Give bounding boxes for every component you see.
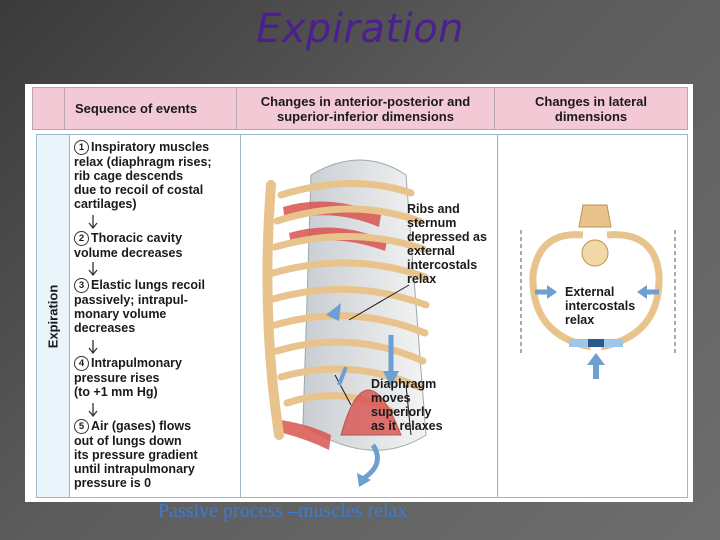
- step-text: Inspiratory muscles relax (diaphragm ris…: [74, 140, 212, 211]
- step-number: 2: [74, 231, 89, 246]
- row-label-text: Expiration: [45, 284, 61, 348]
- slide-title: Expiration: [255, 6, 465, 52]
- header-blank-cell: [33, 88, 64, 129]
- ribs-annotation: Ribs and sternum depressed as external i…: [407, 202, 487, 286]
- ap-dimension-column: Ribs and sternum depressed as external i…: [241, 135, 498, 497]
- lateral-annotation: External intercostals relax: [565, 285, 636, 327]
- header-ap-dimensions: Changes in anterior-posterior and superi…: [236, 88, 494, 129]
- header-sequence: Sequence of events: [64, 88, 236, 129]
- row-label: Expiration: [37, 135, 69, 497]
- step-text: Thoracic cavity volume decreases: [74, 231, 183, 260]
- respiration-figure: Sequence of events Changes in anterior-p…: [25, 84, 693, 502]
- down-arrow-icon: [88, 340, 98, 354]
- table-header: Sequence of events Changes in anterior-p…: [32, 87, 688, 130]
- step-text: Intrapulmonary pressure rises (to +1 mm …: [74, 356, 182, 399]
- step-text: Elastic lungs recoil passively; intrapul…: [74, 278, 205, 335]
- down-arrow-icon: [88, 262, 98, 276]
- diaphragm-annotation: Diaphragm moves superiorly as it relaxes: [371, 377, 443, 433]
- step-text: Air (gases) flows out of lungs down its …: [74, 419, 198, 490]
- header-lateral-dimensions: Changes in lateral dimensions: [494, 88, 687, 129]
- step-number: 4: [74, 356, 89, 371]
- rib-cage-illustration: [262, 159, 430, 487]
- rib-cross-section-illustration: [520, 204, 676, 379]
- lateral-dimension-column: External intercostals relax: [499, 135, 687, 497]
- down-arrow-icon: [88, 215, 98, 229]
- slide-caption: Passive process –muscles relax: [158, 500, 408, 522]
- step-number: 1: [74, 140, 89, 155]
- step-number: 5: [74, 419, 89, 434]
- down-arrow-icon: [88, 403, 98, 417]
- step-number: 3: [74, 278, 89, 293]
